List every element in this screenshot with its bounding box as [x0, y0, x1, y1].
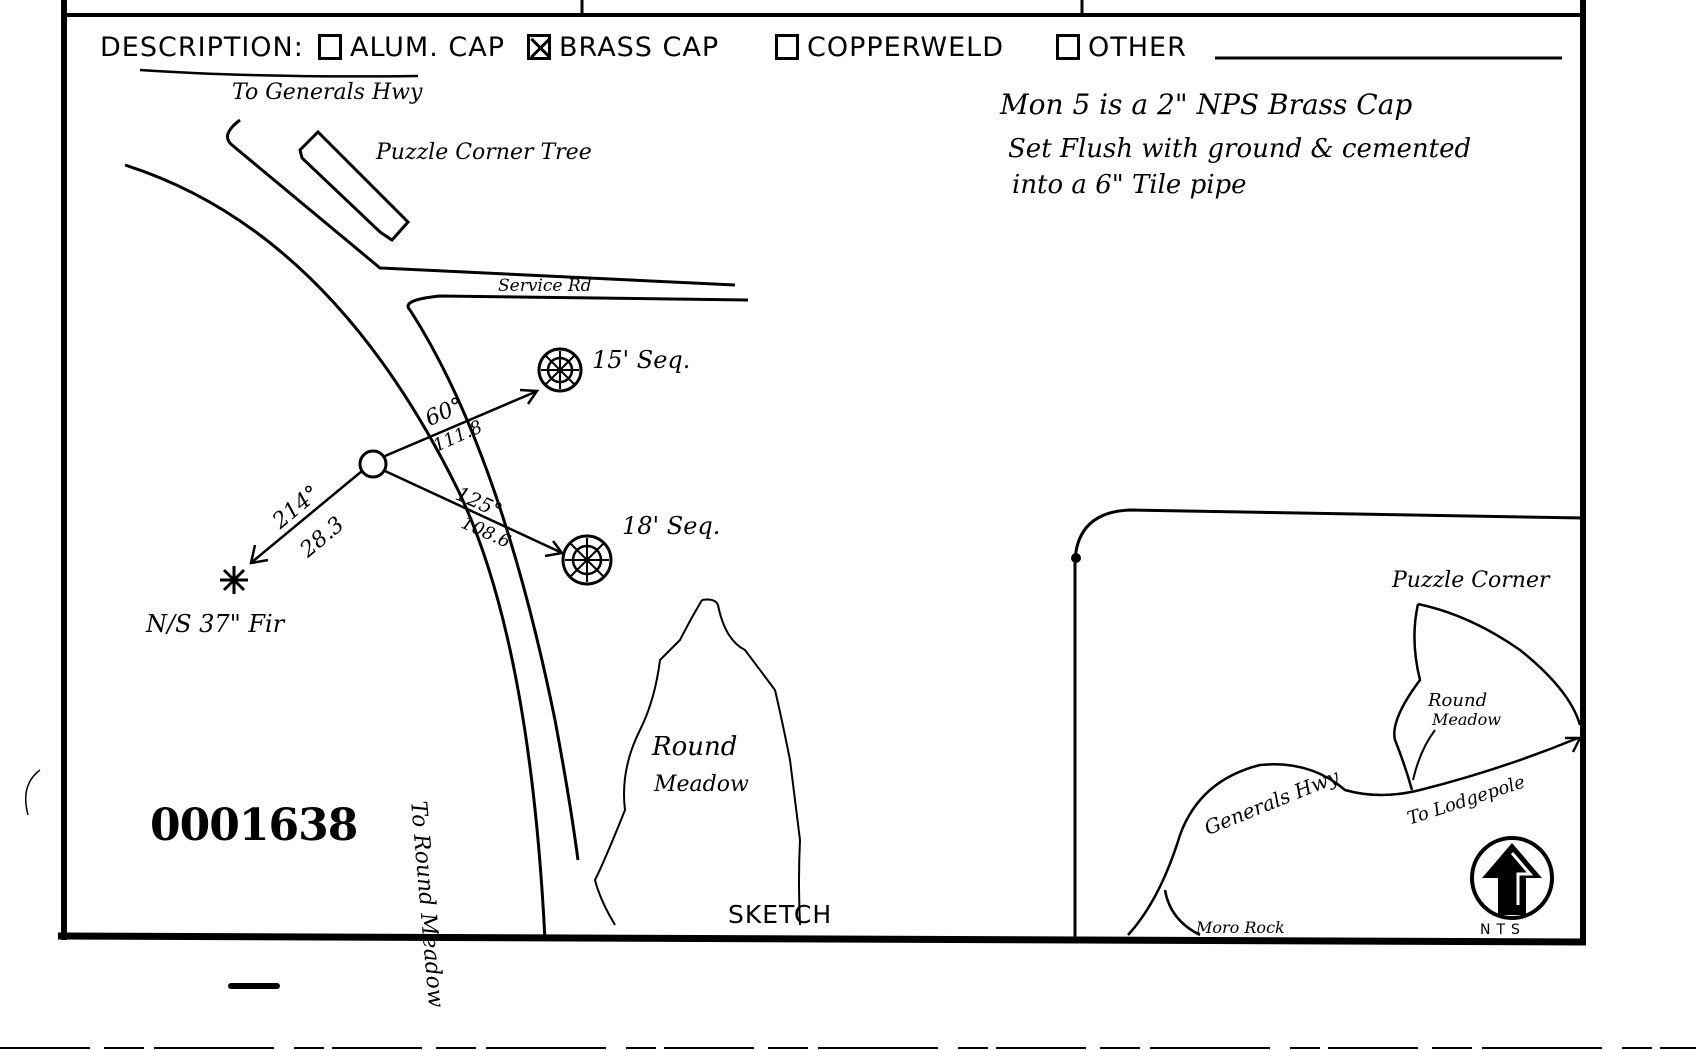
checkbox-copperweld-box[interactable] — [775, 34, 799, 60]
inset-puzzle-corner-label: Puzzle Corner — [1392, 568, 1550, 593]
fir-37-label: N/S 37" Fir — [146, 610, 285, 638]
round-meadow-road-west — [124, 163, 547, 941]
checkbox-alum-cap-box[interactable] — [318, 34, 342, 60]
seq-15-label: 15' Seq. — [592, 346, 691, 374]
checkbox-copperweld[interactable]: COPPERWELD — [775, 32, 1004, 63]
inset-generals-hwy — [1127, 736, 1579, 936]
puzzle-corner-tree-shape — [298, 129, 411, 242]
checkbox-label: ALUM. CAP — [350, 32, 505, 63]
round-meadow-label-1: Round — [652, 732, 738, 762]
description-label: DESCRIPTION: — [100, 32, 304, 63]
inset-nts-label: NTS — [1480, 922, 1526, 938]
generals-hwy-road — [226, 118, 736, 287]
note-line-2: Set Flush with ground & cemented — [1008, 134, 1472, 164]
checkbox-brass-cap-box[interactable] — [527, 34, 551, 60]
document-stamp-number: 0001638 — [150, 800, 358, 851]
inset-round-meadow-label-1: Round — [1428, 690, 1488, 711]
checkbox-other-box[interactable] — [1056, 34, 1080, 60]
checkbox-alum-cap[interactable]: ALUM. CAP — [318, 32, 505, 63]
checkbox-label: COPPERWELD — [807, 32, 1004, 63]
checkbox-label: BRASS CAP — [559, 32, 720, 63]
monument-marker — [358, 449, 388, 479]
bottom-border — [57, 932, 1587, 946]
fir-tree-icon — [220, 566, 248, 594]
round-meadow-label-2: Meadow — [654, 772, 749, 797]
note-line-1: Mon 5 is a 2" NPS Brass Cap — [1000, 88, 1413, 121]
checkbox-brass-cap[interactable]: BRASS CAP — [527, 32, 719, 63]
sketch-label: SKETCH — [728, 900, 833, 929]
seq-18-label: 18' Seq. — [622, 512, 721, 540]
checkbox-other[interactable]: OTHER — [1056, 32, 1187, 63]
note-line-3: into a 6" Tile pipe — [1012, 170, 1247, 200]
north-arrow-icon — [1470, 836, 1554, 920]
inset-moro-rock-label: Moro Rock — [1196, 918, 1285, 937]
sequoia-18-icon — [561, 534, 613, 586]
round-meadow-road-east — [408, 309, 580, 861]
sequoia-15-icon — [537, 347, 583, 393]
description-row: DESCRIPTION: — [100, 32, 304, 63]
round-meadow-outline — [593, 598, 802, 926]
service-rd-label: Service Rd — [498, 276, 592, 296]
puzzle-corner-tree-label: Puzzle Corner Tree — [376, 140, 592, 165]
inset-round-meadow-label-2: Meadow — [1432, 710, 1501, 729]
service-road — [406, 294, 749, 312]
to-generals-hwy-label: To Generals Hwy — [232, 80, 423, 105]
checkbox-label: OTHER — [1088, 32, 1187, 63]
